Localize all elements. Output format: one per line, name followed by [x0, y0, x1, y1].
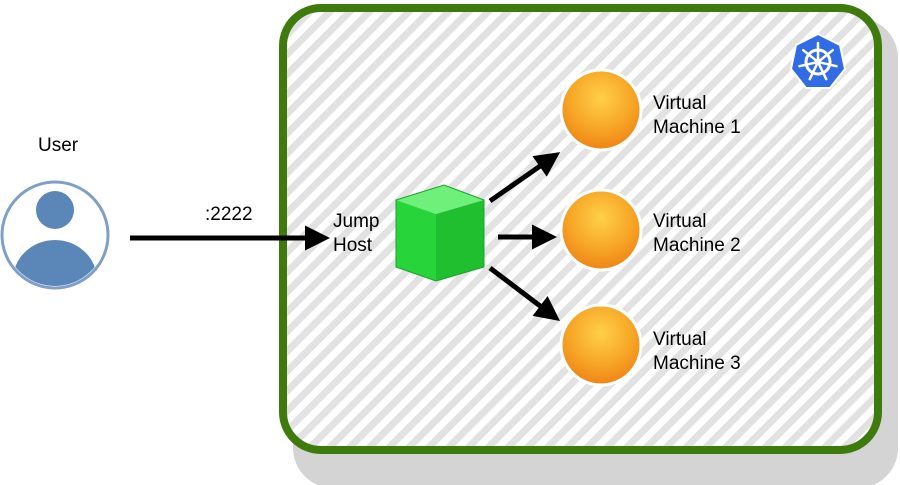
- vm-1-icon: [559, 68, 643, 152]
- vm-1-label-line1: Virtual: [653, 93, 707, 114]
- vm-2-label-line1: Virtual: [653, 211, 707, 232]
- user-label: User: [38, 135, 79, 156]
- vm-2-label-line2: Machine 2: [653, 235, 741, 256]
- arrow-to-vm-1: [488, 152, 561, 204]
- vm-3-label-line1: Virtual: [653, 329, 707, 350]
- port-label: :2222: [205, 204, 253, 225]
- jump-host-cube-icon: [395, 184, 485, 282]
- vm-2-icon: [559, 188, 643, 272]
- vm-2-label: Virtual Machine 2: [653, 210, 741, 258]
- jump-host-label: Jump Host: [333, 210, 379, 258]
- vm-3-label: Virtual Machine 3: [653, 328, 741, 376]
- user-icon: [0, 180, 110, 290]
- vm-3-icon: [559, 303, 643, 387]
- jump-host-label-line1: Jump: [333, 211, 380, 232]
- jump-host-label-line2: Host: [333, 235, 373, 256]
- vm-1-label: Virtual Machine 1: [653, 92, 741, 140]
- vm-1-label-line2: Machine 1: [653, 117, 741, 138]
- vm-3-label-line2: Machine 3: [653, 353, 741, 374]
- kubernetes-icon: [789, 32, 847, 89]
- arrow-to-vm-3: [488, 266, 560, 322]
